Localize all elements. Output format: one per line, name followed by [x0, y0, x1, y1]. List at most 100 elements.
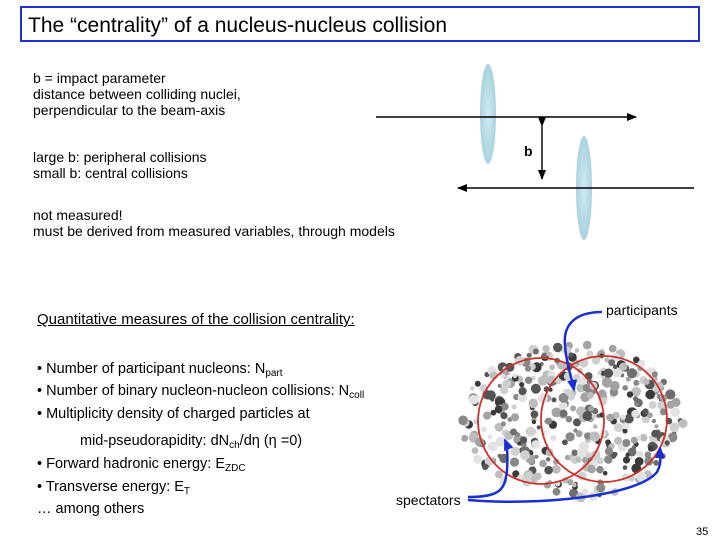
- measure-item-6: … among others: [37, 501, 144, 517]
- particle-dot: [645, 390, 655, 400]
- particle-dot: [560, 410, 568, 418]
- particle-dot: [637, 436, 641, 440]
- particle-dot: [458, 416, 468, 426]
- particle-dot: [546, 352, 550, 356]
- particle-dot: [593, 424, 598, 429]
- participants-label: participants: [606, 302, 678, 318]
- particle-dot: [627, 391, 633, 397]
- particle-dot: [525, 377, 532, 384]
- particle-dot: [559, 402, 568, 411]
- measure-item-1: • Number of participant nucleons: Npart: [37, 361, 283, 379]
- particle-dot: [488, 442, 498, 452]
- particle-dot: [550, 435, 556, 441]
- particle-dot: [610, 381, 620, 391]
- particle-dot: [604, 369, 613, 378]
- particle-dot: [525, 366, 531, 372]
- particle-dot: [648, 446, 654, 452]
- particle-dot: [622, 385, 628, 391]
- particle-dot: [533, 349, 539, 355]
- particle-dot: [588, 465, 596, 473]
- particle-dot: [609, 345, 617, 353]
- particle-dot: [528, 399, 538, 409]
- particle-dot: [606, 414, 614, 422]
- particle-dot: [587, 392, 594, 399]
- particle-dot: [631, 410, 639, 418]
- particle-dot: [565, 389, 572, 396]
- particle-dot: [597, 484, 606, 493]
- particle-dot: [520, 450, 530, 460]
- particle-dot: [511, 447, 520, 456]
- particle-dot: [539, 460, 547, 468]
- particle-dot: [588, 406, 594, 412]
- particle-dot: [569, 352, 574, 357]
- particle-dot: [495, 471, 503, 479]
- particle-dot: [590, 432, 600, 442]
- particle-dot: [469, 395, 479, 405]
- particle-dot: [526, 427, 536, 437]
- particle-dot: [501, 421, 506, 426]
- particle-dot: [622, 439, 630, 447]
- particle-dot: [652, 419, 656, 423]
- particle-dot: [634, 380, 639, 385]
- particle-dot: [475, 381, 481, 387]
- particle-dot: [672, 409, 677, 414]
- particle-dot: [651, 430, 659, 438]
- particle-dot: [605, 439, 611, 445]
- particle-dot: [566, 416, 573, 423]
- particle-dot: [582, 457, 588, 463]
- particle-dot: [623, 456, 630, 463]
- particle-dot: [473, 455, 482, 464]
- spectators-label: spectators: [396, 492, 461, 508]
- particle-dot: [552, 397, 557, 402]
- particle-dot: [586, 350, 593, 357]
- particle-dot: [605, 447, 613, 455]
- measure-item-2: • Number of binary nucleon-nucleon colli…: [37, 383, 364, 401]
- particle-dot: [538, 376, 548, 386]
- measure-item-4: • Forward hadronic energy: EZDC: [37, 456, 246, 474]
- particle-dot: [572, 450, 578, 456]
- measure-item-3b: mid-pseudorapidity: dNch/dη (η =0): [80, 433, 302, 451]
- particle-dot: [613, 452, 617, 456]
- particle-dot: [537, 425, 541, 429]
- particle-dot: [500, 412, 507, 419]
- particle-dot: [546, 457, 550, 461]
- particle-dot: [544, 466, 553, 475]
- particle-dot: [655, 424, 659, 428]
- particle-dot: [583, 341, 592, 350]
- particle-dot: [679, 419, 688, 428]
- particle-dot: [531, 410, 539, 418]
- particle-dot: [511, 413, 519, 421]
- particle-dot: [525, 472, 533, 480]
- particle-dot: [510, 458, 519, 467]
- particle-dot: [665, 440, 670, 445]
- particle-dot: [598, 371, 602, 375]
- particle-dot: [553, 343, 562, 352]
- particle-dot: [575, 348, 579, 352]
- particle-dot: [596, 466, 604, 474]
- particle-dot: [608, 359, 615, 366]
- particle-dot: [519, 387, 527, 395]
- page-number: 35: [696, 526, 708, 538]
- particle-dot: [553, 488, 561, 496]
- measure-item-3: • Multiplicity density of charged partic…: [37, 406, 310, 422]
- particle-dot: [470, 386, 474, 390]
- particle-dot: [623, 465, 628, 470]
- particle-dot: [604, 455, 612, 463]
- particle-dot: [626, 377, 631, 382]
- particle-dot: [511, 404, 516, 409]
- particle-dot: [532, 420, 536, 424]
- particle-dot: [614, 437, 622, 445]
- particle-dot: [543, 345, 550, 352]
- particle-dot: [481, 426, 487, 432]
- particle-dot: [570, 405, 576, 411]
- particle-dot: [510, 429, 517, 436]
- particle-dot: [633, 396, 638, 401]
- particle-dot: [583, 411, 593, 421]
- particle-dot: [544, 419, 548, 423]
- particle-dot: [483, 412, 491, 420]
- particle-dot: [519, 382, 524, 387]
- particle-dot: [631, 437, 638, 444]
- particle-dot: [552, 465, 561, 474]
- particle-dot: [643, 379, 649, 385]
- particle-dot: [472, 447, 479, 454]
